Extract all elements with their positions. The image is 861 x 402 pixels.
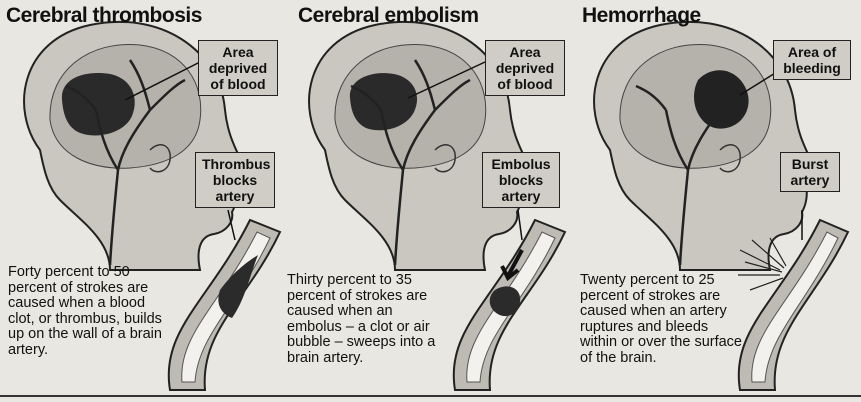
callout-embolus: Embolus blocks artery <box>482 152 560 208</box>
description: Thirty percent to 35 percent of strokes … <box>287 273 447 366</box>
callout-deprived-area: Area deprived of blood <box>485 40 565 96</box>
panel-title: Hemorrhage <box>582 4 701 28</box>
panel-title: Cerebral thrombosis <box>6 4 202 28</box>
callout-burst-artery: Burst artery <box>780 152 840 192</box>
pointer-line-bottom <box>518 210 522 240</box>
description: Twenty percent to 25 percent of strokes … <box>580 273 745 366</box>
panel-hemorrhage: Hemorrhage Area of bleeding Burst artery… <box>580 0 861 402</box>
panel-cerebral-thrombosis: Cerebral thrombosis Area deprived of blo… <box>0 0 290 402</box>
bottom-rule <box>0 395 861 397</box>
callout-bleeding-area: Area of bleeding <box>773 40 851 80</box>
callout-deprived-area: Area deprived of blood <box>198 40 278 96</box>
panel-title: Cerebral embolism <box>298 4 479 28</box>
panel-cerebral-embolism: Cerebral embolism Area deprived of blood… <box>290 0 580 402</box>
description: Forty percent to 50 percent of strokes a… <box>8 265 173 358</box>
callout-thrombus: Thrombus blocks artery <box>195 152 275 208</box>
